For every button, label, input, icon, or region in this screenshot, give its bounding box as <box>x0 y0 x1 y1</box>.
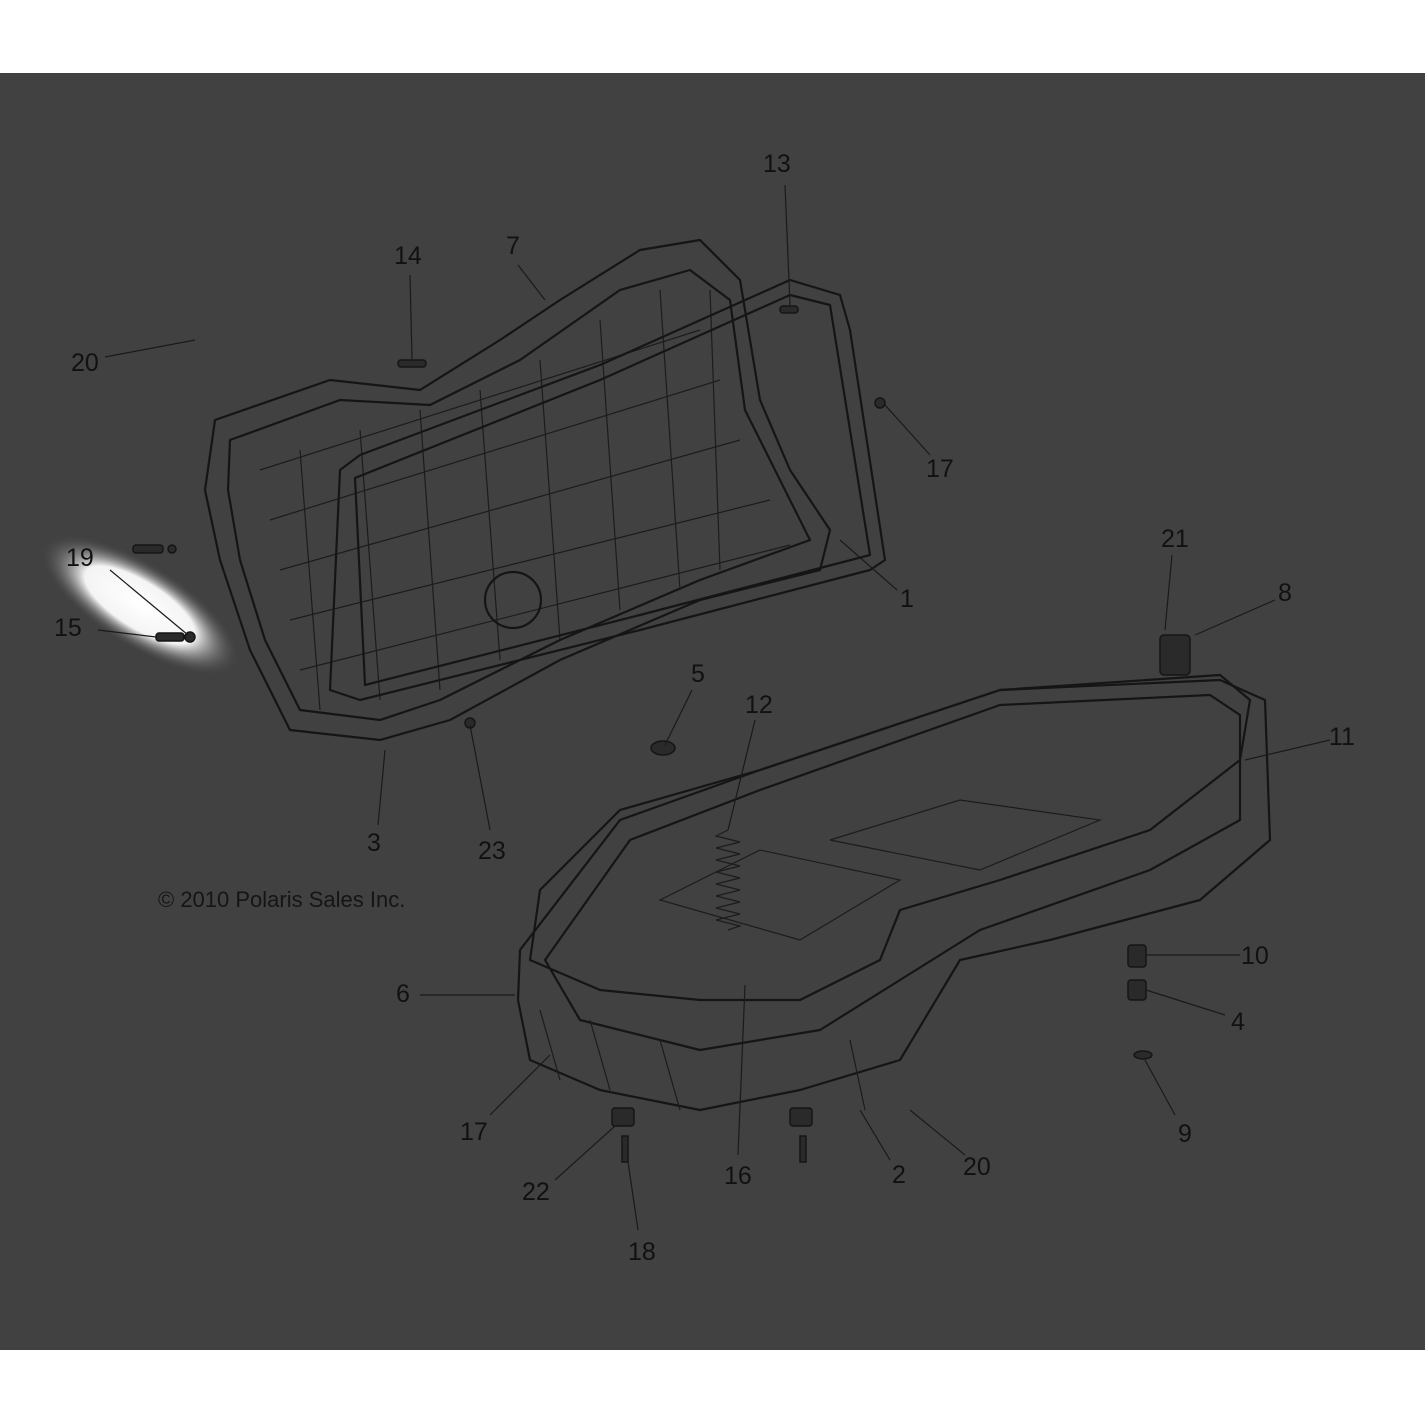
callout-11[interactable]: 11 <box>1329 723 1355 751</box>
callout-21[interactable]: 21 <box>1161 525 1189 553</box>
storage-box-base <box>516 678 1272 1112</box>
callout-7[interactable]: 7 <box>506 232 520 260</box>
callout-9[interactable]: 9 <box>1178 1120 1192 1148</box>
callout-3[interactable]: 3 <box>367 829 381 857</box>
spring <box>714 829 743 931</box>
hardware-parts <box>132 305 1191 1163</box>
callout-4[interactable]: 4 <box>1231 1008 1245 1036</box>
callout-14[interactable]: 14 <box>394 242 422 270</box>
callout-10[interactable]: 10 <box>1241 942 1269 970</box>
rack-frame <box>328 278 887 702</box>
callout-23[interactable]: 23 <box>478 837 506 865</box>
highlight-glow <box>39 534 241 676</box>
callout-17[interactable]: 17 <box>926 455 954 483</box>
callout-13[interactable]: 13 <box>763 150 791 178</box>
callout-5[interactable]: 5 <box>691 660 705 688</box>
seal-gasket <box>528 673 1252 1002</box>
callout-20[interactable]: 20 <box>963 1153 991 1181</box>
callout-19[interactable]: 19 <box>66 544 94 572</box>
callout-17[interactable]: 17 <box>460 1118 488 1146</box>
storage-box-lid <box>203 238 832 742</box>
callout-18[interactable]: 18 <box>628 1238 656 1266</box>
callout-2[interactable]: 2 <box>892 1161 906 1189</box>
callout-15[interactable]: 15 <box>54 614 82 642</box>
callout-6[interactable]: 6 <box>396 980 410 1008</box>
callout-12[interactable]: 12 <box>745 691 773 719</box>
callout-1[interactable]: 1 <box>900 585 914 613</box>
copyright-notice: © 2010 Polaris Sales Inc. <box>158 887 405 912</box>
callout-8[interactable]: 8 <box>1278 579 1292 607</box>
callout-20[interactable]: 20 <box>71 349 99 377</box>
callout-22[interactable]: 22 <box>522 1178 550 1206</box>
callout-16[interactable]: 16 <box>724 1162 752 1190</box>
callout-labels: 13 14 7 20 17 21 8 1 19 15 5 12 11 3 23 … <box>54 150 1355 1266</box>
leader-lines <box>97 184 1331 1231</box>
